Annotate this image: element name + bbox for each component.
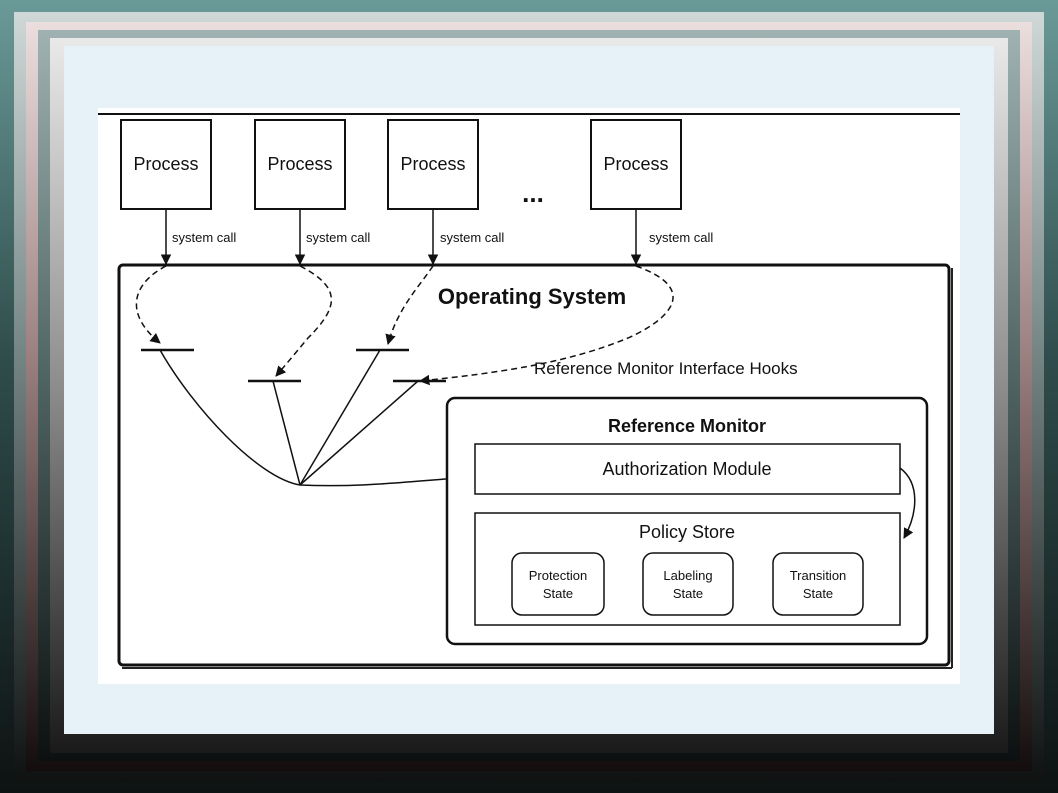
process-box: Process — [387, 119, 479, 210]
dashed-call-path — [385, 265, 434, 346]
labeling-state-box: Labeling State — [642, 552, 734, 616]
system-call-label: system call — [172, 230, 236, 245]
state-label-line2: State — [543, 586, 573, 601]
diagram-svg: Process Process Process Process ... syst… — [98, 113, 960, 669]
policy-store-title: Policy Store — [639, 522, 735, 542]
state-label-line1: Protection — [529, 568, 588, 583]
process-label: Process — [267, 154, 332, 174]
transition-state-box: Transition State — [772, 552, 864, 616]
authorization-module-box — [474, 443, 901, 495]
reference-monitor-title: Reference Monitor — [608, 416, 766, 436]
hooks-label: Reference Monitor Interface Hooks — [534, 359, 798, 378]
system-call-label: system call — [306, 230, 370, 245]
protection-state-box: Protection State — [511, 552, 605, 616]
state-label-line2: State — [673, 586, 703, 601]
state-label-line2: State — [803, 586, 833, 601]
state-label-line1: Labeling — [663, 568, 712, 583]
system-call-label: system call — [440, 230, 504, 245]
ellipsis: ... — [522, 178, 544, 208]
process-box: Process — [254, 119, 346, 210]
hook-connector — [299, 349, 381, 486]
operating-system-title: Operating System — [438, 284, 626, 309]
hook-connector — [299, 380, 419, 486]
process-label: Process — [400, 154, 465, 174]
process-label: Process — [133, 154, 198, 174]
operating-system-box — [117, 263, 951, 667]
process-label: Process — [603, 154, 668, 174]
hook-connector — [272, 380, 301, 486]
process-box: Process — [590, 119, 682, 210]
dashed-call-path — [135, 265, 167, 344]
authorization-module-label: Authorization Module — [602, 459, 771, 479]
process-box: Process — [120, 119, 212, 210]
policy-store-arrow — [899, 467, 916, 539]
state-label-line1: Transition — [790, 568, 847, 583]
dashed-call-path — [275, 265, 333, 377]
hook-connector — [159, 349, 301, 486]
system-call-label: system call — [649, 230, 713, 245]
dashed-call-path — [418, 265, 674, 386]
reference-monitor-diagram: Process Process Process Process ... syst… — [98, 108, 960, 684]
